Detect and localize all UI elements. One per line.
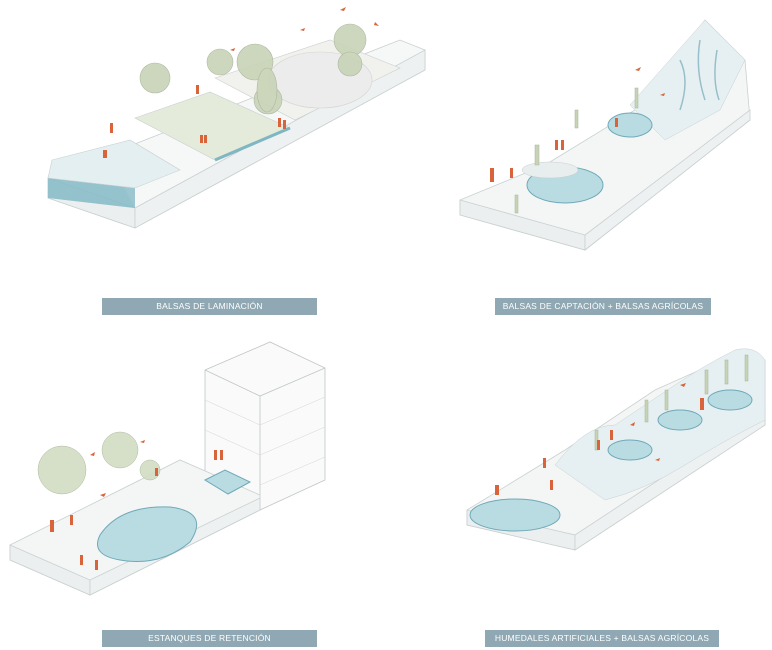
tree-group [139,23,367,115]
isometric-drawing-laminacion [47,7,426,229]
retention-pond [97,506,198,563]
diagram-balsas-laminacion [40,0,440,270]
wetland-basin [469,498,561,532]
caption-estanques-retencion: ESTANQUES DE RETENCIÓN [102,630,317,647]
people-figures [50,440,223,570]
isometric-drawing-humedales [466,348,766,551]
diagram-balsas-captacion [455,0,772,270]
caption-humedales-artificiales: HUMEDALES ARTIFICIALES + BALSAS AGRÍCOLA… [485,630,719,647]
diagram-estanques-retencion [0,330,440,620]
people-figures [103,7,379,158]
people-figures [490,67,665,182]
small-pool [203,469,252,495]
agricultural-basin [607,439,653,461]
stream-lines [679,39,720,111]
caption-balsas-captacion: BALSAS DE CAPTACIÓN + BALSAS AGRÍCOLAS [495,298,711,315]
diagram-humedales-artificiales [455,330,772,620]
caption-balsas-laminacion: BALSAS DE LAMINACIÓN [102,298,317,315]
people-figures [495,383,704,495]
agricultural-basin [607,112,653,138]
reeds [594,354,749,451]
isometric-drawing-retencion [9,341,326,596]
reeds [514,87,639,214]
isometric-drawing-captacion [459,19,751,251]
